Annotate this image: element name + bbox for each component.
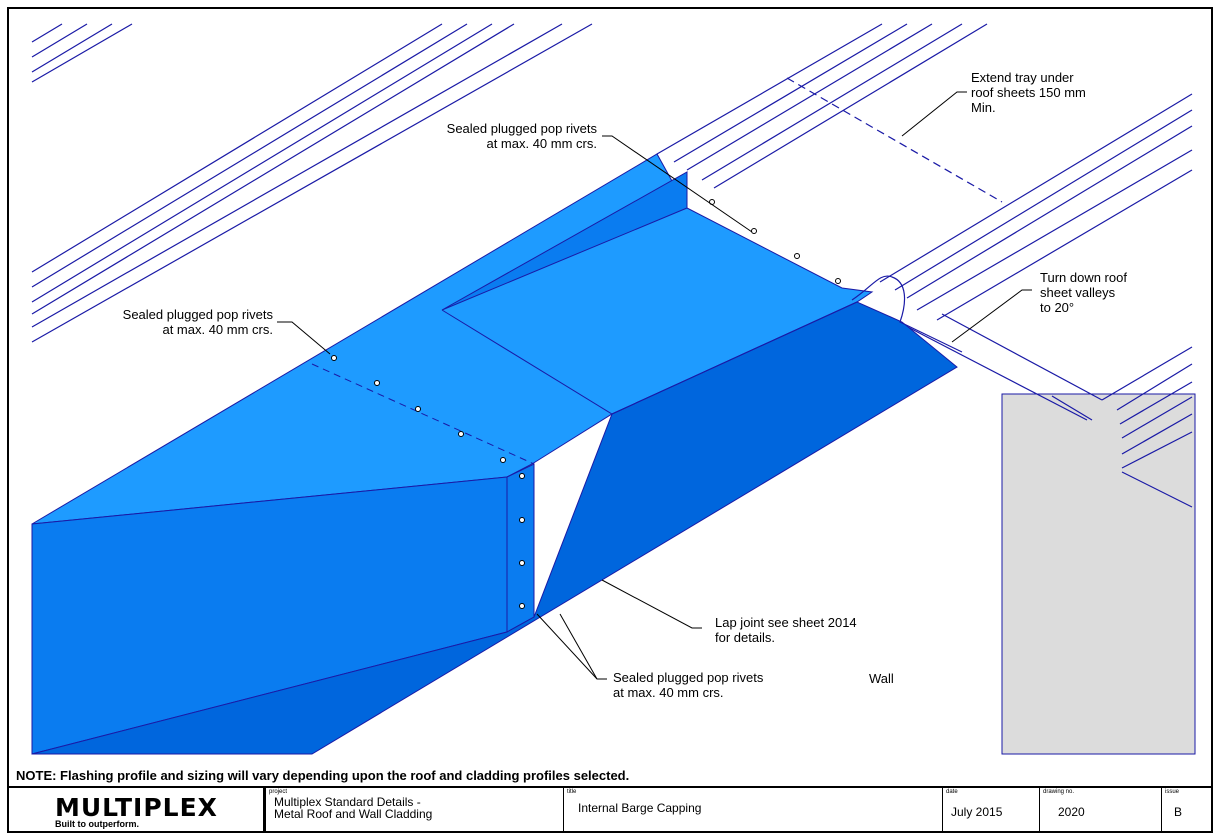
drawing-no-cell: drawing no. 2020: [1039, 788, 1161, 833]
leader-lines: [277, 91, 1032, 680]
label-wall: Wall: [869, 671, 894, 686]
issue-caption: issue: [1165, 789, 1180, 795]
issue-cell: issue B: [1161, 788, 1213, 833]
logo-tagline: Built to outperform.: [55, 819, 139, 829]
date-caption: date: [946, 789, 958, 795]
lap-dashed-line: [311, 363, 535, 465]
roof-sheet-left: [31, 23, 593, 343]
barge-capping-drawing: [31, 23, 1196, 755]
multiplex-logo: MULTIPLEX: [55, 793, 218, 822]
drawing-sheet: Extend tray under roof sheets 150 mm Min…: [7, 7, 1213, 833]
label-rivets-left: Sealed plugged pop rivets at max. 40 mm …: [122, 307, 273, 337]
wall-panel: [1001, 393, 1196, 755]
drawing-no-caption: drawing no.: [1043, 789, 1075, 795]
label-extend-tray: Extend tray under roof sheets 150 mm Min…: [971, 70, 1086, 115]
rivets: [331, 199, 841, 609]
roof-sheet-right: [656, 23, 1193, 508]
roof-sheet-end: [851, 275, 963, 353]
date-value: July 2015: [951, 805, 1003, 819]
date-cell: date July 2015: [942, 788, 1039, 833]
drawing-no-value: 2020: [1058, 805, 1085, 819]
note-text: NOTE: Flashing profile and sizing will v…: [16, 768, 630, 783]
tray-extent-line: [786, 77, 1003, 203]
project-cell: project Multiplex Standard Details - Met…: [263, 788, 563, 833]
label-rivets-bottom: Sealed plugged pop rivets at max. 40 mm …: [613, 670, 764, 700]
title-block: MULTIPLEX Built to outperform. project M…: [7, 786, 1213, 833]
title-caption: title: [567, 789, 577, 795]
project-value: Multiplex Standard Details - Metal Roof …: [274, 795, 433, 821]
title-value: Internal Barge Capping: [578, 801, 702, 815]
title-cell: title Internal Barge Capping: [563, 788, 942, 833]
capping-fold-line: [441, 301, 858, 415]
capping-tray-wedge: [441, 171, 688, 311]
label-turn-down: Turn down roof sheet valleys to 20°: [1040, 270, 1127, 315]
project-caption: project: [269, 789, 288, 795]
issue-value: B: [1174, 805, 1183, 819]
label-rivets-top: Sealed plugged pop rivets at max. 40 mm …: [446, 121, 597, 151]
label-lap-joint: Lap joint see sheet 2014 for details.: [715, 615, 857, 645]
